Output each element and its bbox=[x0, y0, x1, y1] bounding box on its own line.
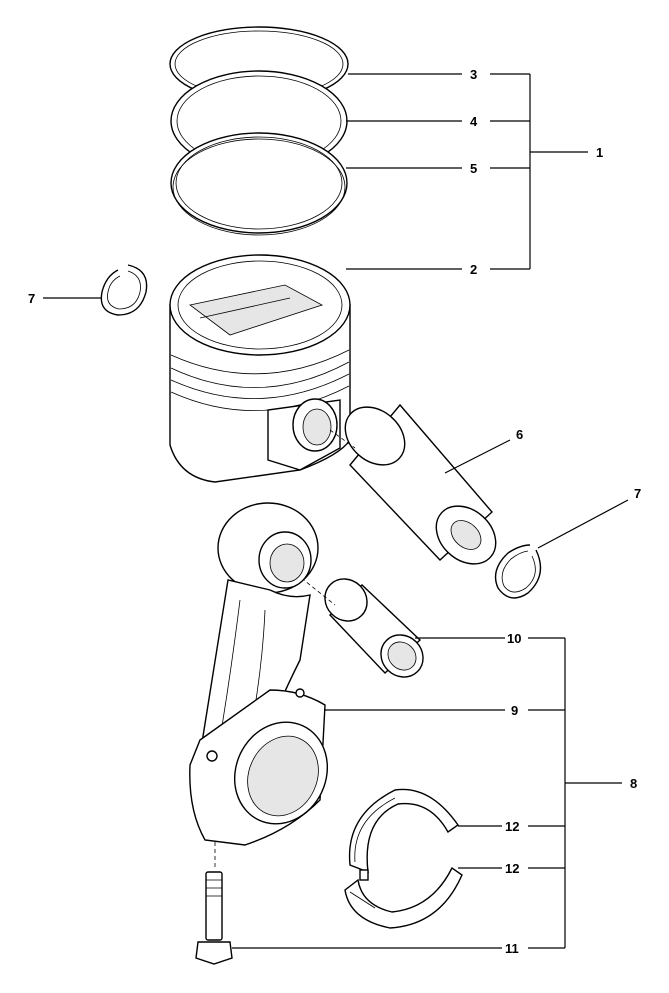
callout-4: 4 bbox=[470, 114, 478, 129]
callout-6: 6 bbox=[516, 427, 523, 442]
callout-9: 9 bbox=[511, 703, 518, 718]
connecting-rod bbox=[189, 502, 329, 846]
callout-8: 8 bbox=[630, 776, 637, 791]
connecting-rod-bolt bbox=[195, 871, 233, 965]
callout-12-upper: 12 bbox=[505, 819, 519, 834]
small-end-bushing bbox=[324, 578, 424, 678]
callout-1: 1 bbox=[596, 145, 603, 160]
callout-7-right: 7 bbox=[634, 486, 641, 501]
callout-3: 3 bbox=[470, 67, 477, 82]
bearing-shell-upper bbox=[348, 788, 459, 874]
piston-ring-oil bbox=[170, 132, 348, 236]
callout-11: 11 bbox=[505, 941, 519, 956]
callout-2: 2 bbox=[470, 262, 477, 277]
circlip-left bbox=[100, 264, 148, 316]
callout-12-lower: 12 bbox=[505, 861, 519, 876]
bearing-shell-lower bbox=[344, 866, 463, 929]
piston-pin bbox=[344, 403, 497, 565]
callout-10: 10 bbox=[507, 631, 521, 646]
callout-5: 5 bbox=[470, 161, 477, 176]
leader-lines bbox=[43, 73, 629, 949]
circlip-right bbox=[494, 544, 542, 599]
piston bbox=[169, 254, 351, 483]
callout-7-left: 7 bbox=[28, 291, 35, 306]
